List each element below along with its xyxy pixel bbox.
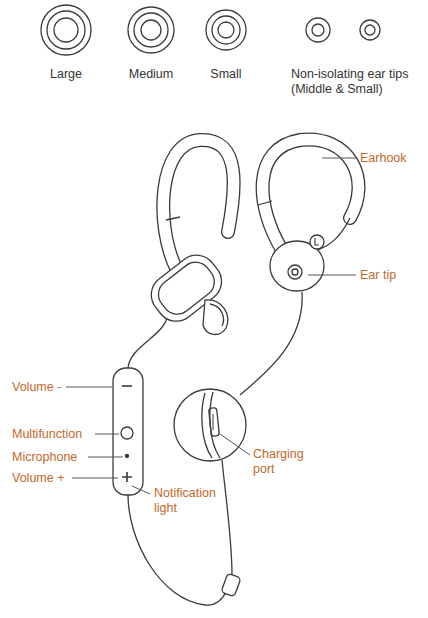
remote-control xyxy=(113,368,143,495)
part-label: Multifunction xyxy=(12,427,82,442)
part-label: Volume + xyxy=(12,471,64,486)
ear-tip-large xyxy=(41,5,91,55)
charging-port-detail xyxy=(174,389,246,461)
ear-tip-medium xyxy=(128,7,174,53)
size-label: Medium xyxy=(116,67,186,82)
part-label: Notification light xyxy=(154,486,232,516)
ear-tip-small xyxy=(206,10,246,50)
part-label: Charging port xyxy=(253,447,323,477)
earpiece-right xyxy=(270,235,324,291)
earhook-right xyxy=(258,139,359,250)
earhook-left xyxy=(163,140,233,268)
part-label: Volume - xyxy=(12,380,61,395)
leader-line xyxy=(66,158,356,494)
non-isolating-ear-tips xyxy=(306,18,380,42)
size-label: Small xyxy=(196,67,256,82)
part-label: Ear tip xyxy=(360,268,396,283)
part-label: Earhook xyxy=(360,151,407,166)
size-label: Large xyxy=(36,67,96,82)
ear-tip-left xyxy=(203,300,228,335)
ear-tip-label: Non-isolating ear tips (Middle & Small) xyxy=(291,67,421,97)
part-label: Microphone xyxy=(12,450,77,465)
